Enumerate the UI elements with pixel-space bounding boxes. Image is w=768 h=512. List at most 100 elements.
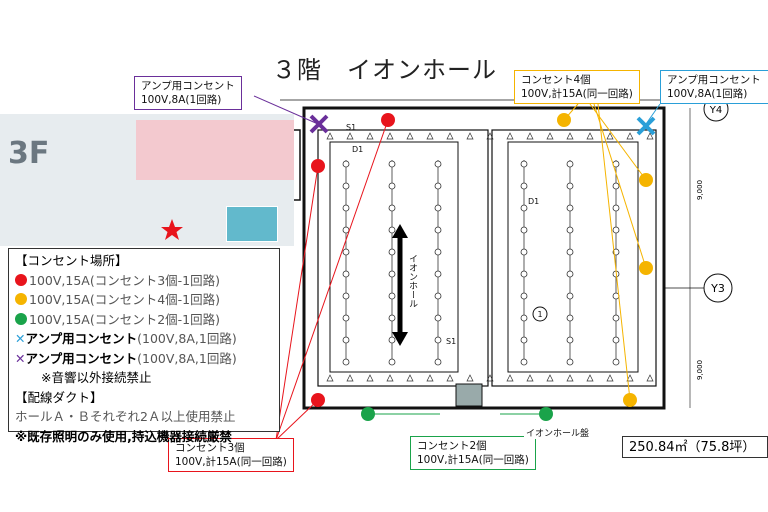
light-fixture (342, 226, 350, 234)
wall-fixture-marker (346, 374, 354, 382)
amp-outlet-blue-icon (636, 116, 656, 136)
wall-fixture-marker (466, 374, 474, 382)
wall-fixture-marker (466, 132, 474, 140)
outlet-red-1 (381, 113, 395, 127)
panel-label: イオンホール盤 (524, 426, 592, 439)
wall-fixture-marker (546, 374, 554, 382)
leader-red-1 (275, 165, 319, 441)
light-fixture (566, 336, 574, 344)
light-fixture (434, 270, 442, 278)
light-fixture (520, 292, 528, 300)
light-fixture (520, 358, 528, 366)
wall-fixture-marker (346, 132, 354, 140)
light-fixture (388, 160, 396, 168)
wall-fixture-marker (506, 374, 514, 382)
wall-fixture-marker (626, 132, 634, 140)
light-fixture (520, 248, 528, 256)
callout-red: コンセント3個 100V,計15A(同一回路) (168, 438, 294, 472)
legend-note: ※音響以外接続禁止 (41, 370, 152, 385)
light-fixture (342, 248, 350, 256)
grid-y3-circle (703, 273, 733, 303)
hall-a-fixture-zone (329, 141, 459, 373)
light-fixture (434, 292, 442, 300)
grid-labels: Y4 Y3 9,000 9,000 (696, 96, 733, 380)
area-label: 250.84㎡（75.8坪） (622, 436, 768, 458)
outlet-yellow-1 (557, 113, 571, 127)
light-fixture (612, 314, 620, 322)
light-fixture (612, 336, 620, 344)
callout-amp-purple: アンプ用コンセント 100V,8A(1回路) (134, 76, 242, 110)
circuit-number-label: 1 (537, 310, 542, 319)
dimension-top-label: 9,000 (696, 180, 704, 200)
light-fixture (388, 204, 396, 212)
light-fixture (566, 358, 574, 366)
hall-b-room (491, 129, 657, 387)
light-fixture (342, 314, 350, 322)
amp-outlet-purple-icon (309, 114, 329, 134)
dimension-bottom-label: 9,000 (696, 360, 704, 380)
leader-yellow-4 (597, 103, 631, 401)
wall-fixture-marker (386, 374, 394, 382)
legend-warning: ※既存照明のみ使用,持込機器接続厳禁 (15, 428, 232, 444)
s1-label-mid: S1 (446, 337, 456, 346)
d1-label-right: D1 (528, 197, 539, 206)
leader-red-3 (275, 399, 319, 441)
purple-x-icon: ✕ (15, 350, 26, 366)
light-fixture (434, 314, 442, 322)
hall-name-label: イオンホール (407, 254, 418, 308)
callout-amp-blue: アンプ用コンセント 100V,8A(1回路) (660, 70, 768, 104)
light-fixture (612, 226, 620, 234)
light-fixture (342, 160, 350, 168)
light-fixture (388, 336, 396, 344)
legend-heading: 【コンセント場所】 (15, 253, 128, 268)
legend-yellow-text: 100V,15A(コンセント4個-1回路) (29, 292, 221, 307)
leader-yellow-3 (593, 103, 647, 269)
light-fixture (520, 226, 528, 234)
wall-fixture-marker (566, 374, 574, 382)
outlet-yellow-2 (639, 173, 653, 187)
wall-fixture-marker (446, 374, 454, 382)
hall-labels: S1 S1 D1 D1 イオンホール 1 (346, 123, 548, 346)
light-fixture (566, 182, 574, 190)
wall-fixture-marker (606, 132, 614, 140)
light-fixture (342, 336, 350, 344)
legend-green-row: 100V,15A(コンセント2個-1回路) (15, 310, 273, 330)
legend-box: 【コンセント場所】 100V,15A(コンセント3個-1回路) 100V,15A… (8, 248, 280, 444)
legend-duct-text: ホールＡ・Ｂそれぞれ2Ａ以上使用禁止 (15, 409, 236, 424)
callout-yellow: コンセント4個 100V,計15A(同一回路) (514, 70, 640, 104)
legend-amp-purple-row: ✕アンプ用コンセント(100V,8A,1回路) (15, 349, 273, 369)
light-fixture (434, 160, 442, 168)
wall-fixture-marker (326, 374, 334, 382)
light-fixture (566, 226, 574, 234)
light-fixture (434, 336, 442, 344)
light-fixture (388, 314, 396, 322)
wall-fixture-marker (406, 132, 414, 140)
legend-amp-blue-rest: (100V,8A,1回路) (137, 331, 237, 346)
light-fixture (566, 314, 574, 322)
hall-b-fixture-zone (507, 141, 639, 373)
light-fixture (520, 182, 528, 190)
legend-amp-blue-bold: アンプ用コンセント (25, 331, 138, 346)
light-fixture (566, 270, 574, 278)
wall-fixture-marker (486, 374, 494, 382)
legend-amp-blue-row: ✕アンプ用コンセント(100V,8A,1回路) (15, 329, 273, 349)
legend-red-text: 100V,15A(コンセント3個-1回路) (29, 272, 221, 288)
light-fixture (342, 204, 350, 212)
outlet-red-2 (311, 159, 325, 173)
outlet-green-2 (539, 407, 553, 421)
electrical-panel (455, 383, 483, 407)
callout-red-line1: コンセント3個 (175, 442, 245, 454)
leader-red-2 (275, 119, 389, 441)
light-fixture (520, 336, 528, 344)
inset-hall-area (136, 120, 294, 180)
wall-fixture-marker (406, 374, 414, 382)
circuit-number-circle (532, 306, 548, 322)
wall-fixture-marker (486, 132, 494, 140)
page-title: ３階 イオンホール (272, 56, 497, 84)
inset-photo (226, 206, 278, 242)
light-fixture (388, 248, 396, 256)
light-fixture (520, 204, 528, 212)
location-star-icon (161, 219, 183, 240)
